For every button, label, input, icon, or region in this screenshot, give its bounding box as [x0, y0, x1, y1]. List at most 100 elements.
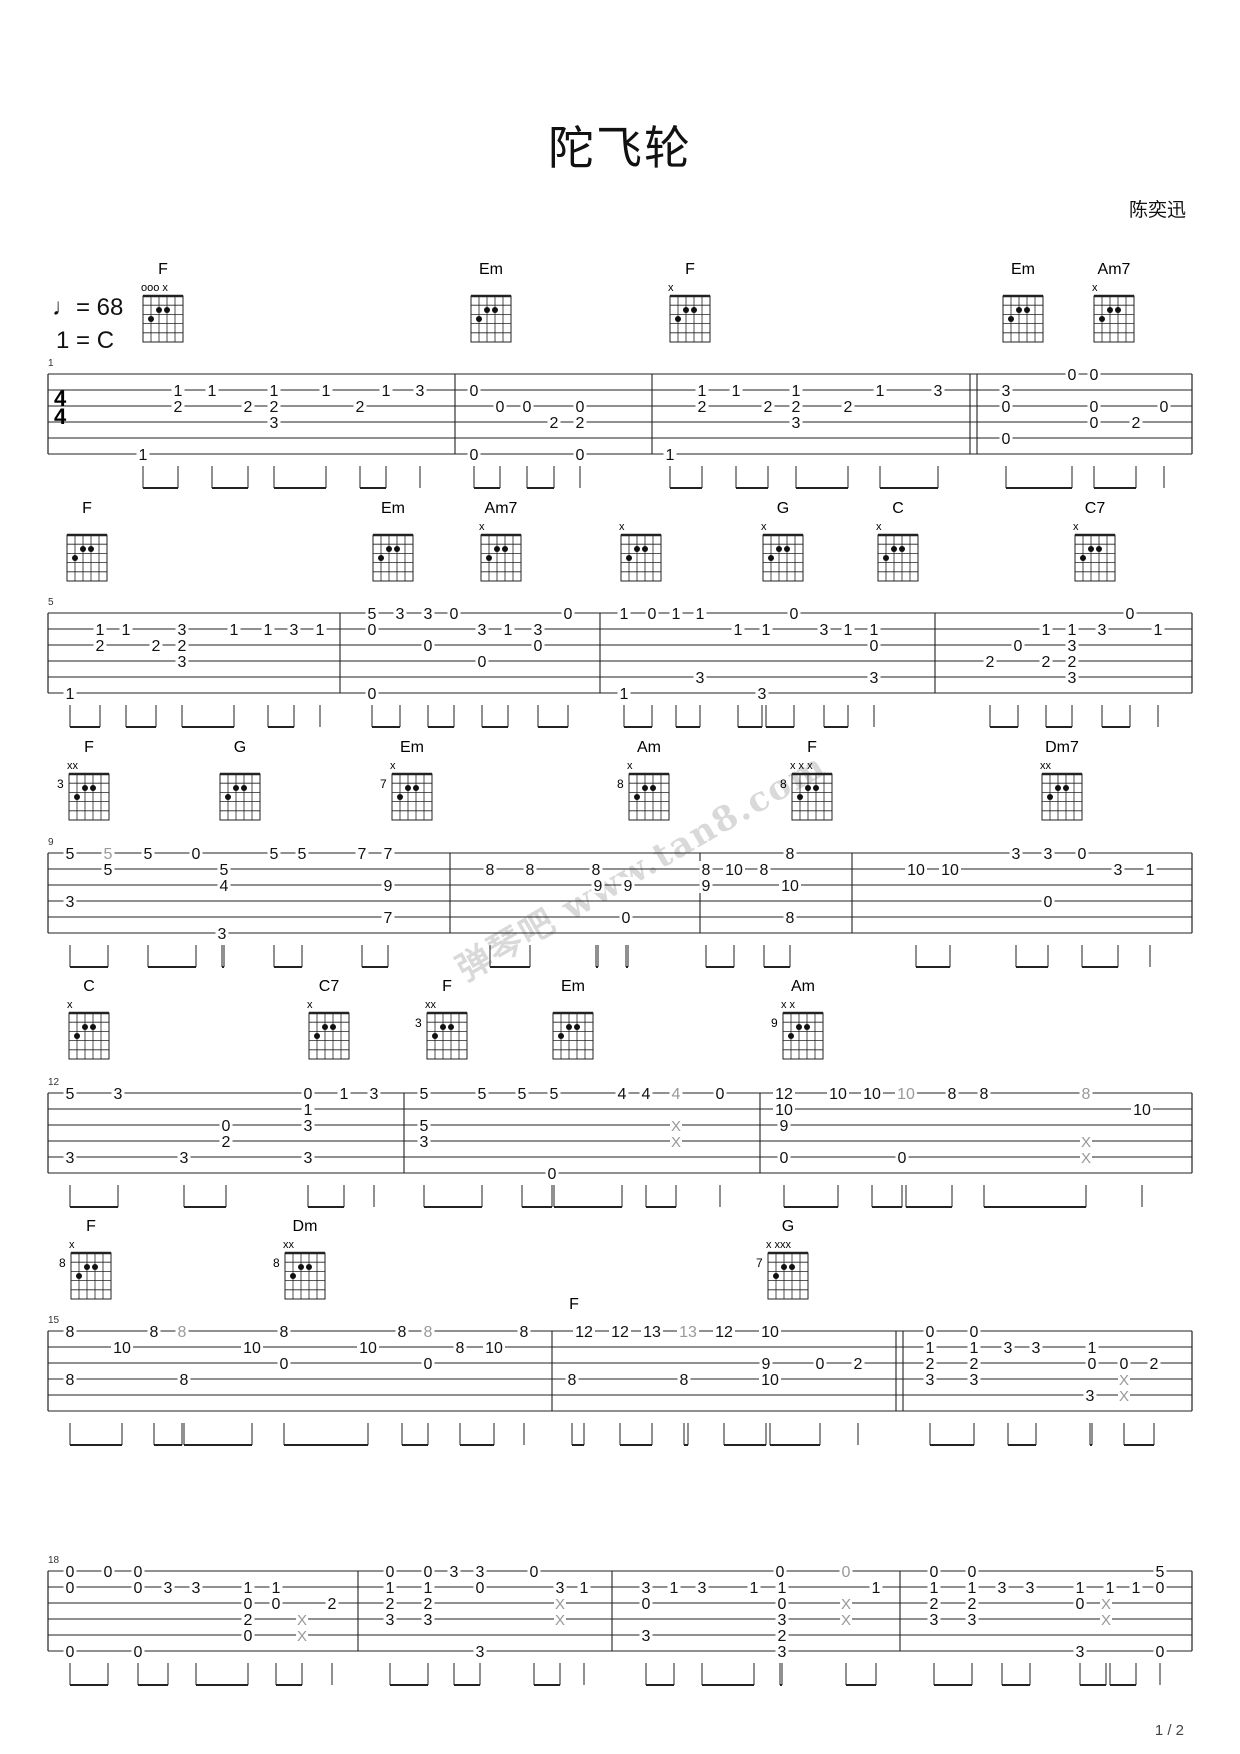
fret-number: 0: [134, 1644, 143, 1661]
muted-string-marks: x: [619, 521, 625, 533]
finger-dot: [476, 316, 482, 322]
fret-mask: [63, 685, 77, 701]
fret-number: 3: [792, 415, 801, 432]
fret-mask: [663, 446, 677, 462]
fret-number: 5: [270, 846, 279, 863]
fret-number: 5: [104, 862, 113, 879]
fret-mask: [905, 861, 927, 877]
muted-string-marks: x: [668, 282, 674, 294]
finger-dot: [80, 546, 86, 552]
finger-dot: [74, 1033, 80, 1039]
fret-number: 8: [424, 1324, 433, 1341]
fret-number: 10: [359, 1340, 377, 1357]
chord-name: F: [82, 500, 92, 517]
fret-number: 1: [272, 1580, 281, 1597]
fret-number: 3: [178, 654, 187, 671]
dead-note-mask: [670, 1118, 682, 1132]
fret-number: 4: [642, 1086, 651, 1103]
fret-mask: [421, 1579, 435, 1595]
fret-number: 0: [104, 1564, 113, 1581]
chord-name: C7: [319, 978, 340, 995]
fret-mask: [357, 1339, 379, 1355]
fret-number: 2: [244, 1612, 253, 1629]
fret-mask: [923, 1339, 937, 1355]
fret-number: 1: [1088, 1340, 1097, 1357]
chord-name: F: [807, 739, 817, 756]
fret-mask: [1023, 1579, 1037, 1595]
fret-mask: [295, 845, 309, 861]
fret-number: 2: [926, 1356, 935, 1373]
fret-mask: [189, 1579, 203, 1595]
fret-number: 3: [968, 1612, 977, 1629]
fret-number: 0: [648, 606, 657, 623]
finger-dot: [84, 1264, 90, 1270]
chord-diagram: Gx: [761, 500, 804, 582]
fret-number: 5: [420, 1118, 429, 1135]
muted-string-marks: x: [390, 760, 396, 772]
fret-number: 0: [134, 1564, 143, 1581]
fret-number: 1: [264, 622, 273, 639]
fret-mask: [841, 621, 855, 637]
page-number: 1 / 2: [1154, 1722, 1184, 1739]
fret-mask: [395, 1323, 409, 1339]
chord-diagram: Fx8: [59, 1218, 112, 1300]
fret-mask: [63, 1149, 77, 1165]
fret-mask: [777, 1117, 791, 1133]
fret-number: 3: [1012, 846, 1021, 863]
fret-mask: [413, 382, 427, 398]
fret-number: 0: [970, 1324, 979, 1341]
chord-name: Em: [479, 261, 503, 278]
fret-mask: [241, 1611, 255, 1627]
fret-number: 0: [424, 638, 433, 655]
fret-number: 1: [750, 1580, 759, 1597]
fret-number: 1: [620, 686, 629, 703]
chord-diagram: G: [219, 739, 261, 821]
fret-mask: [873, 382, 887, 398]
fret-mask: [141, 845, 155, 861]
fret-mask: [527, 1563, 541, 1579]
fret-mask: [63, 893, 77, 909]
finger-dot: [558, 1033, 564, 1039]
fret-number: 3: [934, 383, 943, 400]
fret-mask: [619, 909, 633, 925]
finger-dot: [397, 794, 403, 800]
fret-mask: [1079, 1085, 1093, 1101]
fret-number: 8: [180, 1372, 189, 1389]
measure-number: 9: [48, 837, 54, 848]
fret-mask: [777, 1149, 791, 1165]
fret-number: 8: [980, 1086, 989, 1103]
fret-mask: [965, 1579, 979, 1595]
fret-mask: [759, 621, 773, 637]
fret-number: 2: [844, 399, 853, 416]
dead-note-x: X: [671, 1118, 681, 1135]
finger-dot: [72, 555, 78, 561]
fret-number: 3: [778, 1644, 787, 1661]
fret-number: 0: [842, 1564, 851, 1581]
chord-diagram: Amx x9: [771, 978, 824, 1060]
chord-diagram: Cx: [876, 500, 919, 582]
fret-number: 3: [424, 606, 433, 623]
fret-number: 0: [386, 1564, 395, 1581]
dead-note-x: X: [297, 1612, 307, 1629]
fret-mask: [775, 1595, 789, 1611]
fret-mask: [365, 621, 379, 637]
fret-mask: [417, 1133, 431, 1149]
fret-number: 2: [178, 638, 187, 655]
fret-number: 8: [760, 862, 769, 879]
score-title: 陀飞轮: [548, 121, 692, 175]
fret-mask: [1073, 1643, 1087, 1659]
fret-number: 3: [998, 1580, 1007, 1597]
finger-dot: [82, 1024, 88, 1030]
fret-number: 1: [670, 1580, 679, 1597]
fret-number: 1: [244, 1580, 253, 1597]
fret-number: 1: [672, 606, 681, 623]
fret-number: 10: [761, 1372, 779, 1389]
fret-mask: [147, 1323, 161, 1339]
fret-mask: [383, 1563, 397, 1579]
fret-mask: [421, 605, 435, 621]
fret-mask: [923, 1371, 937, 1387]
fret-number: 8: [702, 862, 711, 879]
